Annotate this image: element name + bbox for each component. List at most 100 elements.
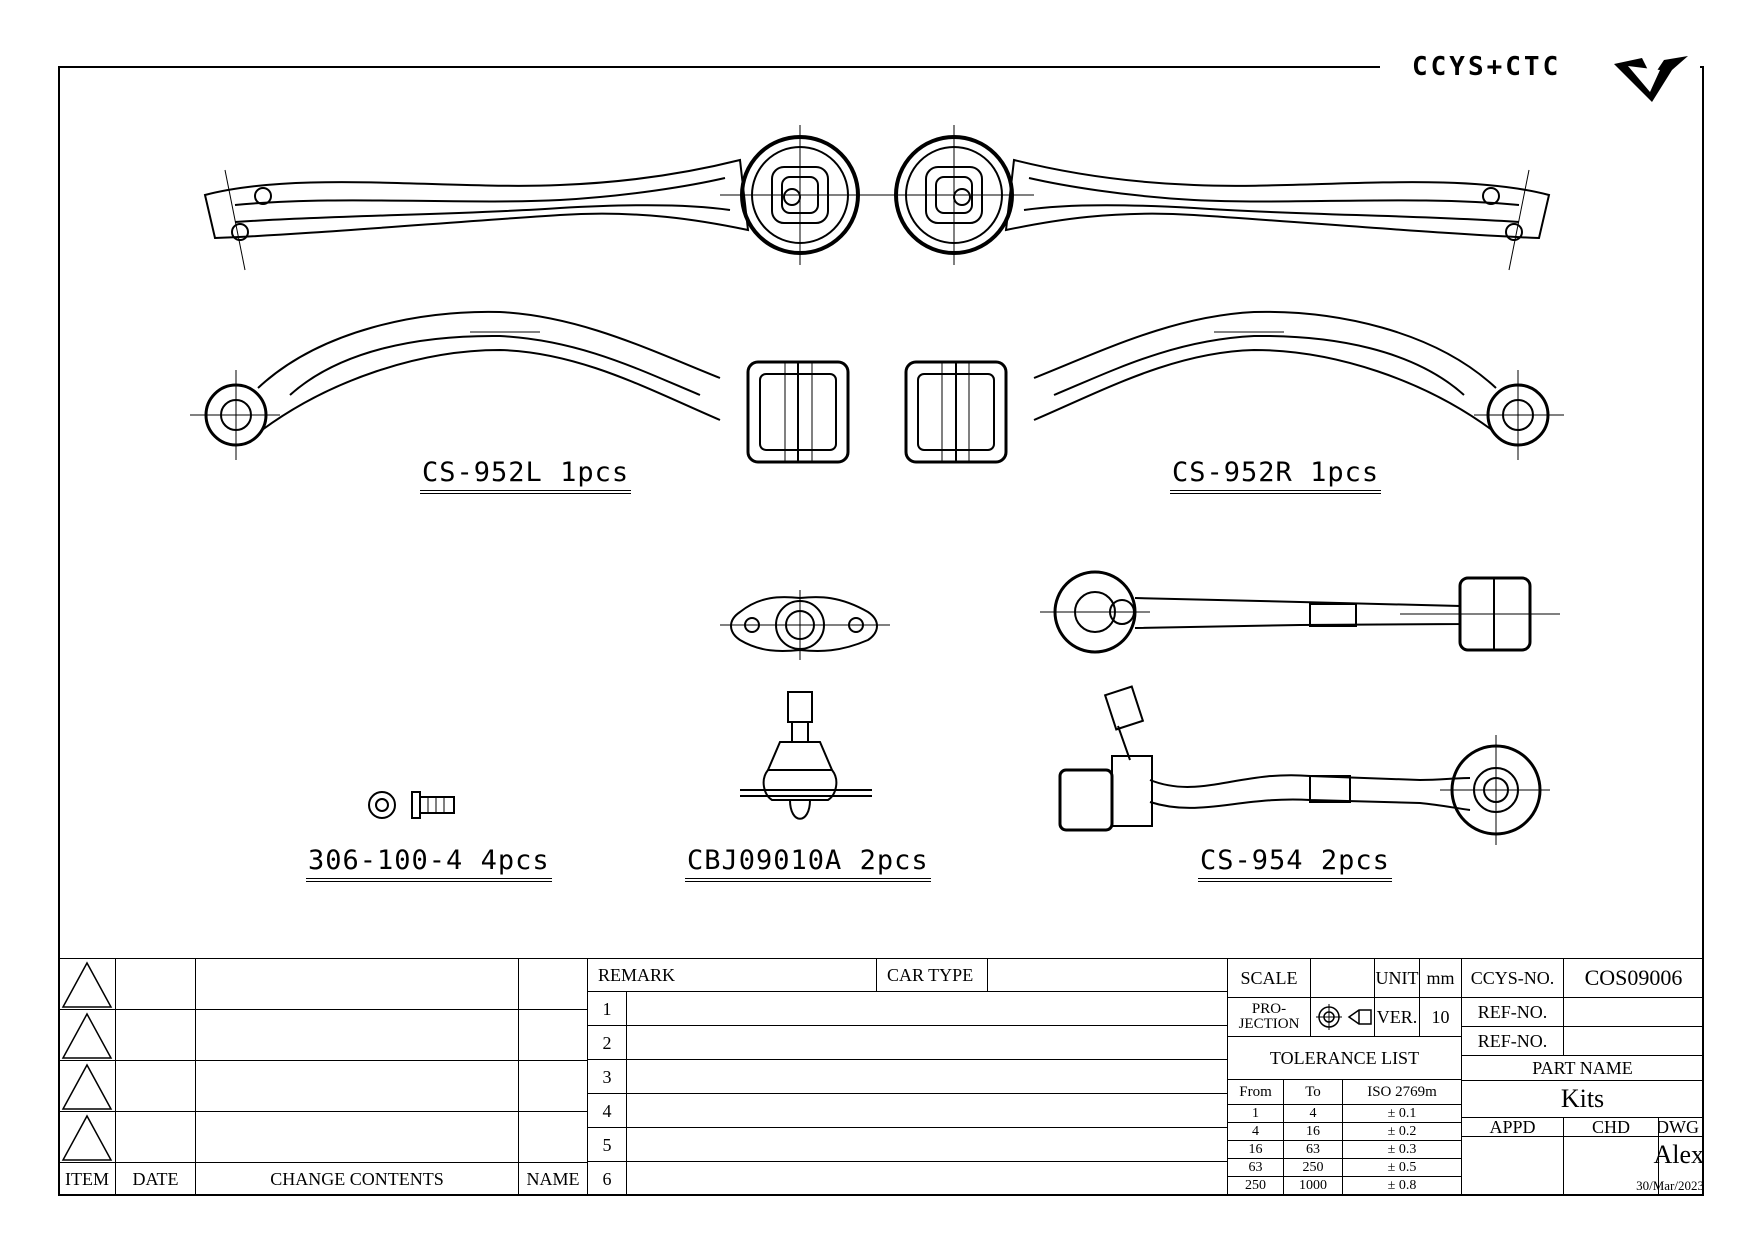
projection-symbol-icon <box>1310 997 1375 1037</box>
appd-value <box>1461 1136 1564 1196</box>
ccys-no-value: COS09006 <box>1563 958 1704 998</box>
revision-date-cell <box>115 1009 196 1061</box>
revision-date-cell <box>115 958 196 1010</box>
dwg-value-box <box>1658 1136 1704 1196</box>
revision-contents-cell <box>195 1060 519 1112</box>
tolerance-header-iso: ISO 2769m <box>1342 1079 1462 1105</box>
revision-triangle <box>58 958 116 1010</box>
part-name-label: PART NAME <box>1461 1055 1704 1081</box>
remark-row-text <box>626 1127 1228 1162</box>
part-code: CS-952R <box>1172 457 1293 488</box>
part-label-cs-954: CS-954 2pcs <box>1198 846 1392 882</box>
ccys-no-label: CCYS-NO. <box>1461 958 1564 998</box>
bolt-306-100-4 <box>368 791 455 819</box>
tolerance-to: 16 <box>1283 1122 1343 1141</box>
dwg-date: 30/Mar/2023 <box>1636 1178 1704 1193</box>
appd-label: APPD <box>1461 1117 1564 1137</box>
revision-triangle <box>58 1009 116 1061</box>
revision-contents-cell <box>195 1111 519 1163</box>
part-code: CS-954 <box>1200 845 1304 876</box>
car-type-value <box>987 958 1228 992</box>
ver-label: VER. <box>1374 997 1420 1037</box>
remark-row-number: 4 <box>587 1093 627 1128</box>
revision-name-cell <box>518 1111 588 1163</box>
part-qty: 2pcs <box>859 845 929 876</box>
revision-triangle <box>58 1111 116 1163</box>
projection-label: PRO- JECTION <box>1227 997 1311 1037</box>
part-qty: 1pcs <box>1310 457 1380 488</box>
remark-row-number: 6 <box>587 1161 627 1196</box>
ref-no-value <box>1563 997 1704 1027</box>
tolerance-to: 4 <box>1283 1104 1343 1123</box>
header-change-contents: CHANGE CONTENTS <box>195 1162 519 1196</box>
chd-value <box>1563 1136 1659 1196</box>
part-code: 306-100-4 <box>308 845 464 876</box>
tolerance-from: 1 <box>1227 1104 1284 1123</box>
part-label-cs-952r: CS-952R 1pcs <box>1170 457 1382 494</box>
remark-row-number: 2 <box>587 1025 627 1060</box>
arm-952r-side-view <box>904 310 1564 464</box>
part-code: CBJ09010A <box>687 845 843 876</box>
ref-no-value <box>1563 1026 1704 1056</box>
tolerance-header-to: To <box>1283 1079 1343 1105</box>
ref-no-label: REF-NO. <box>1461 997 1564 1027</box>
scale-value <box>1310 958 1375 998</box>
tolerance-value: ± 0.3 <box>1342 1140 1462 1159</box>
brand-logo: CCYS+CTC <box>1380 40 1700 110</box>
tolerance-from: 4 <box>1227 1122 1284 1141</box>
tolerance-value: ± 0.5 <box>1342 1158 1462 1177</box>
tolerance-header-from: From <box>1227 1079 1284 1105</box>
arm-952l-side-view <box>190 310 850 464</box>
tolerance-value: ± 0.1 <box>1342 1104 1462 1123</box>
part-qty: 1pcs <box>560 457 630 488</box>
part-qty: 4pcs <box>480 845 550 876</box>
brand-name: CCYS+CTC <box>1412 52 1562 82</box>
car-type-label: CAR TYPE <box>876 958 988 992</box>
revision-contents-cell <box>195 958 519 1010</box>
chd-label: CHD <box>1563 1117 1659 1137</box>
tolerance-to: 1000 <box>1283 1176 1343 1196</box>
remark-row-text <box>626 1025 1228 1060</box>
revision-name-cell <box>518 958 588 1010</box>
ball-joint-cbj09010a <box>720 590 890 820</box>
arm-954-side-view <box>1058 685 1550 845</box>
title-block: ITEM DATE CHANGE CONTENTS NAME REMARK CA… <box>58 958 1704 1196</box>
tolerance-from: 16 <box>1227 1140 1284 1159</box>
header-name: NAME <box>518 1162 588 1196</box>
remark-row-number: 3 <box>587 1059 627 1094</box>
revision-date-cell <box>115 1060 196 1112</box>
remark-label: REMARK <box>587 958 877 992</box>
remark-row-text <box>626 1059 1228 1094</box>
tolerance-from: 250 <box>1227 1176 1284 1196</box>
ref-no-label: REF-NO. <box>1461 1026 1564 1056</box>
remark-row-number: 1 <box>587 991 627 1026</box>
part-code: CS-952L <box>422 457 543 488</box>
arm-952l-top-view <box>203 125 880 271</box>
tolerance-title: TOLERANCE LIST <box>1227 1036 1462 1080</box>
unit-value: mm <box>1419 958 1462 998</box>
technical-drawings <box>190 125 1564 845</box>
tolerance-value: ± 0.8 <box>1342 1176 1462 1196</box>
arm-954-top-view <box>1040 570 1560 654</box>
part-label-cs-952l: CS-952L 1pcs <box>420 457 632 494</box>
revision-contents-cell <box>195 1009 519 1061</box>
scale-label: SCALE <box>1227 958 1311 998</box>
dwg-name: Alex <box>1653 1140 1704 1169</box>
revision-name-cell <box>518 1009 588 1061</box>
revision-triangle <box>58 1060 116 1112</box>
revision-date-cell <box>115 1111 196 1163</box>
wing-logo-icon <box>1614 56 1688 102</box>
remark-row-text <box>626 991 1228 1026</box>
part-label-306-100-4: 306-100-4 4pcs <box>306 846 552 882</box>
tolerance-value: ± 0.2 <box>1342 1122 1462 1141</box>
remark-row-text <box>626 1093 1228 1128</box>
part-qty: 2pcs <box>1320 845 1390 876</box>
revision-name-cell <box>518 1060 588 1112</box>
arm-952r-top-view <box>874 125 1551 271</box>
part-label-cbj09010a: CBJ09010A 2pcs <box>685 846 931 882</box>
part-name-value: Kits <box>1461 1080 1704 1118</box>
ver-value: 10 <box>1419 997 1462 1037</box>
tolerance-to: 250 <box>1283 1158 1343 1177</box>
remark-row-number: 5 <box>587 1127 627 1162</box>
remark-row-text <box>626 1161 1228 1196</box>
